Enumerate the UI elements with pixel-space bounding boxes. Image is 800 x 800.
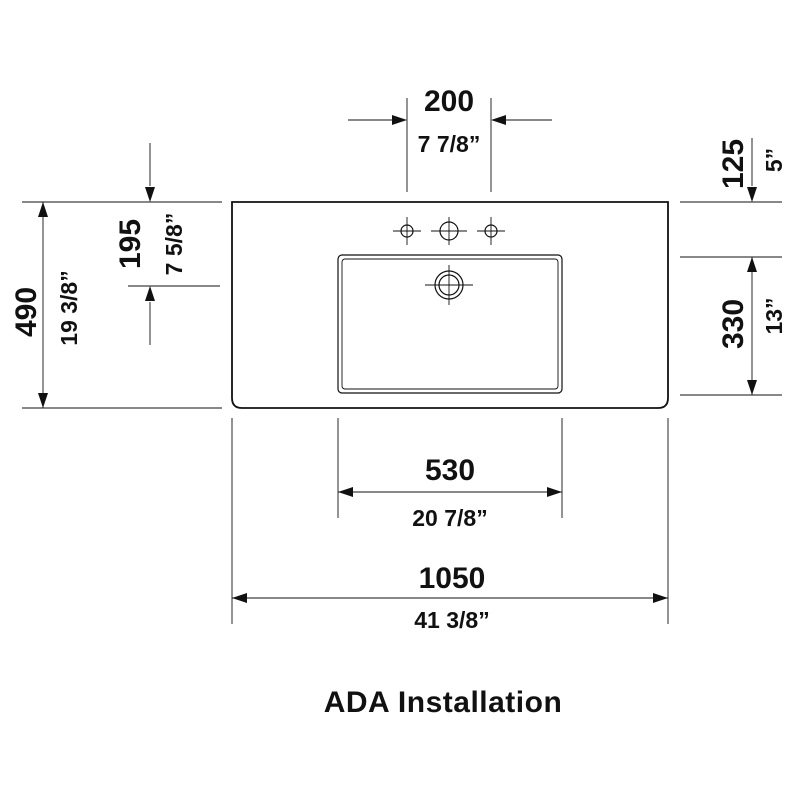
dim-overall-width: 1050 41 3/8”	[231, 418, 669, 633]
basin-outline	[231, 201, 669, 409]
tap-hole-right	[477, 217, 505, 245]
dim-bowl-width: 530 20 7/8”	[337, 418, 563, 531]
overall-width-in: 41 3/8”	[414, 607, 489, 633]
dim-bowl-offset: 195 7 5/8”	[114, 143, 220, 345]
dim-bowl-depth: 330 13”	[680, 256, 787, 396]
bowl-depth-in: 13”	[761, 297, 787, 334]
faucet-spacing-mm: 200	[424, 85, 474, 118]
overall-depth-in: 19 3/8”	[56, 270, 82, 345]
top-to-front-mm: 125	[717, 139, 750, 189]
drain	[425, 265, 473, 305]
faucet-holes	[393, 217, 505, 245]
bowl-offset-in: 7 5/8”	[161, 213, 187, 276]
bowl-depth-mm: 330	[717, 299, 750, 349]
overall-width-mm: 1050	[419, 562, 486, 595]
dim-overall-depth: 490 19 3/8”	[10, 201, 222, 409]
tap-hole-center	[431, 217, 467, 245]
bowl-width-in: 20 7/8”	[412, 505, 487, 531]
drawing-caption: ADA Installation	[324, 686, 563, 719]
dim-top-to-front: 125 5”	[680, 138, 787, 203]
overall-depth-mm: 490	[10, 287, 43, 337]
dim-faucet-spacing: 200 7 7/8”	[348, 85, 552, 192]
tap-hole-left	[393, 217, 421, 245]
bowl-width-mm: 530	[425, 454, 475, 487]
bowl-offset-mm: 195	[114, 219, 147, 269]
faucet-spacing-in: 7 7/8”	[418, 131, 481, 157]
top-to-front-in: 5”	[761, 148, 787, 172]
